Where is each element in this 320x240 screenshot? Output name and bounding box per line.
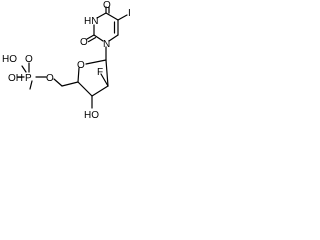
bond-c6-n1	[108, 34, 119, 42]
atom-o-phosphate-link: O	[46, 73, 54, 84]
bond-c5-o5	[53, 78, 63, 87]
bond-c1-c2	[105, 59, 109, 87]
bond-o4-c1	[85, 59, 107, 65]
bond-n1-c2	[93, 34, 104, 42]
atom-ho-phosphate: HO	[2, 54, 17, 65]
bond-c4-c5	[61, 81, 79, 87]
atom-iodine: I	[128, 8, 131, 19]
atom-o-phosphate-top: O	[25, 54, 33, 65]
bond-c2-o-second	[87, 36, 97, 43]
atom-fluorine: F	[97, 67, 103, 78]
bond-c4-o4	[77, 67, 80, 83]
bond-c2-o	[86, 34, 95, 40]
bond-c2-f	[100, 73, 109, 87]
atom-o-carbonyl: O	[80, 37, 88, 48]
bond-p-o-double	[21, 65, 27, 73]
atom-hn: HN	[84, 16, 98, 27]
atom-ho-sugar: HO	[84, 110, 99, 121]
atom-o-top: O	[103, 0, 111, 11]
chemical-structure: O I HN N O O F HO P O O OH HO	[0, 0, 158, 136]
sugar-ring	[53, 59, 109, 109]
phosphate-group	[17, 62, 47, 90]
atom-o-ring: O	[77, 60, 85, 71]
bond-c2-c3	[91, 85, 109, 97]
bond-c5-i	[117, 14, 128, 21]
bond-c3-c4	[77, 81, 93, 97]
uracil-ring	[86, 6, 128, 61]
atom-oh-phosphate: OH	[8, 73, 23, 84]
bond-n3-c4	[96, 12, 107, 19]
molecule-drawing: O I HN N O O F HO P O O OH HO	[2, 0, 131, 121]
bond-c4-c5	[105, 12, 119, 21]
atom-phosphorus: P	[25, 73, 32, 84]
bond-p-oh	[29, 80, 33, 90]
atom-n1: N	[103, 39, 110, 50]
